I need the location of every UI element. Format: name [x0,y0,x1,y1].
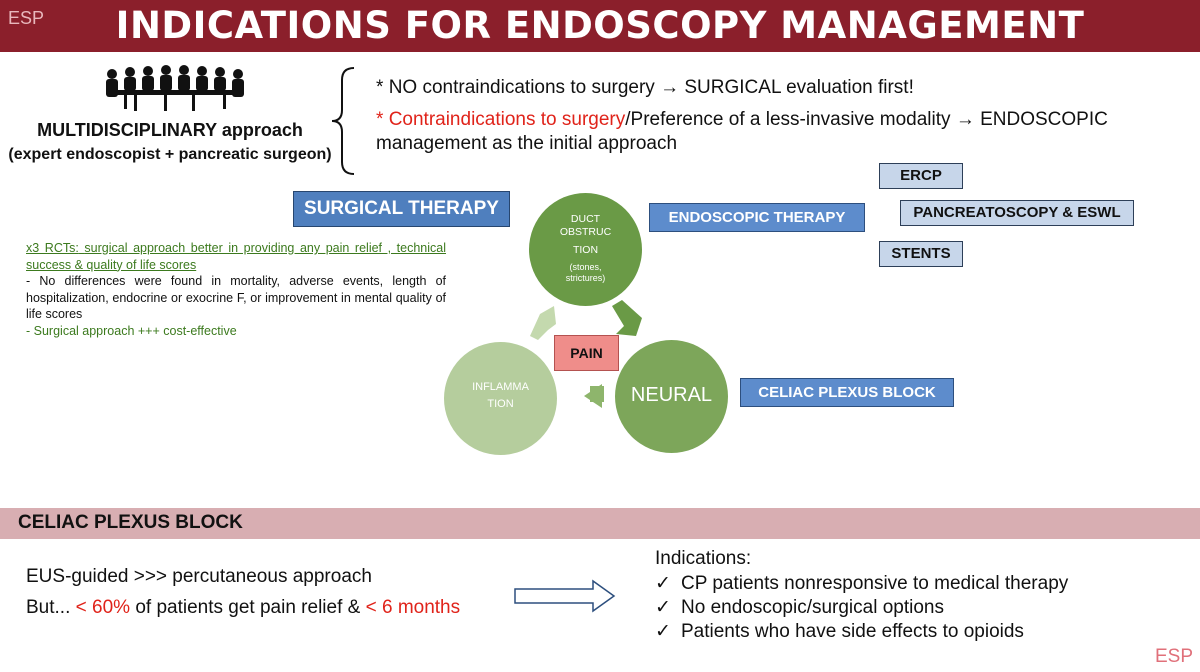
rct-summary: x3 RCTs: surgical approach better in pro… [26,240,446,339]
checkmark-icon: ✓ [655,597,671,618]
celiac-section-band [0,508,1200,539]
surgical-therapy-box: SURGICAL THERAPY [293,191,510,227]
arrow-right-icon: → [955,109,975,130]
stents-box: STENTS [879,241,963,267]
duct-label-1: DUCT [570,213,601,225]
bullet-star: * [376,77,384,98]
bullet-text: /Preference of a less-invasive modality [625,109,951,130]
duct-obstruction-circle: DUCT OBSTRUC TION (stones, strictures) [529,193,642,306]
pancreatoscopy-eswl-box: PANCREATOSCOPY & ESWL [900,200,1134,226]
arrow-duct-to-neural [612,300,642,336]
pain-relief-line: But... < 60% of patients get pain relief… [26,597,460,619]
neural-label: NEURAL [630,384,713,406]
indication-text: Patients who have side effects to opioid… [681,621,1024,642]
rct-line-3: - Surgical approach +++ cost-effective [26,323,237,338]
header-bar [0,0,1200,52]
logo-top: ESP [8,8,45,28]
indication-item: ✓ CP patients nonresponsive to medical th… [655,572,1068,596]
page-title: INDICATIONS FOR ENDOSCOPY MANAGEMENT [115,4,1085,47]
bullet-no-contraindications: * NO contraindications to surgery → SURG… [376,76,914,100]
checkmark-icon: ✓ [655,573,671,594]
but-prefix: But... [26,597,71,618]
rct-prefix: x3 RCTs: [26,241,79,255]
percent-value: < 60% [75,597,131,618]
bullet-result: SURGICAL evaluation first! [684,77,914,98]
cycle-arrows [530,300,642,408]
inflammation-label-2: TION [487,398,514,410]
logo-bottom: ESP [1155,646,1194,667]
inflammation-circle: INFLAMMA TION [444,342,557,455]
months-value: < 6 months [365,597,461,618]
duct-label-2: OBSTRUC [559,226,612,238]
eus-guided-line: EUS-guided >>> percutaneous approach [26,566,372,588]
indications-title: Indications: [655,548,752,569]
celiac-section-title: CELIAC PLEXUS BLOCK [18,512,243,533]
rct-line-1: x3 RCTs: surgical approach better in pro… [26,240,446,273]
neural-circle: NEURAL [615,340,728,453]
indication-text: No endoscopic/surgical options [681,597,944,618]
eus-guided-bold: EUS-guided [26,566,129,587]
checkmark-icon: ✓ [655,621,671,642]
arrow-right-icon: → [660,77,680,98]
inflammation-label-1: INFLAMMA [472,381,529,393]
indication-item: ✓ Patients who have side effects to opioi… [655,620,1024,644]
indication-item: ✓ No endoscopic/surgical options [655,596,944,620]
rct-line-2: - No differences were found in mortality… [26,274,446,321]
arrow-right-icon [514,579,616,613]
multidisciplinary-subtitle: (expert endoscopist + pancreatic surgeon… [8,146,332,163]
rct-text: surgical approach better in providing an… [26,241,447,272]
duct-label-4: (stones, [569,262,602,272]
bullet-contraindications: * Contraindications to surgery/Preferenc… [376,108,1136,156]
bullet-result: ENDOSCOPIC management as the initial app… [376,109,1108,154]
pain-box: PAIN [554,335,619,371]
bullet-red-text: Contraindications to surgery [388,109,626,130]
multidisciplinary-title: MULTIDISCIPLINARY approach [37,120,303,140]
pain-relief-middle: of patients get pain relief & [135,597,361,618]
celiac-plexus-block-box: CELIAC PLEXUS BLOCK [740,378,954,407]
curly-brace [331,67,355,175]
indication-text: CP patients nonresponsive to medical the… [681,573,1069,594]
ercp-box: ERCP [879,163,963,189]
team-meeting-icon [106,65,244,111]
duct-label-3: TION [572,244,599,256]
arrow-inflammation-to-duct [530,306,556,340]
bullet-star: * [376,109,384,130]
eus-guided-rest: >>> percutaneous approach [128,566,372,587]
bullet-text: NO contraindications to surgery [388,77,655,98]
duct-label-5: strictures) [565,273,606,283]
endoscopic-therapy-box: ENDOSCOPIC THERAPY [649,203,865,232]
